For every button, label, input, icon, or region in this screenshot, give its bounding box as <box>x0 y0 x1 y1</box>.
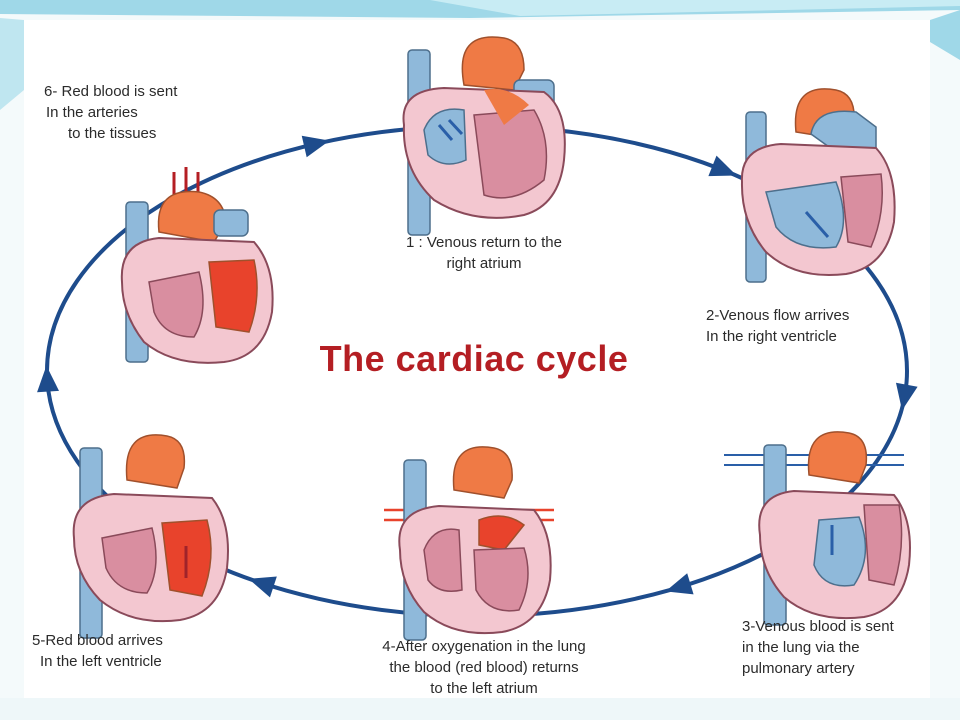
step-6-line-2: In the arteries <box>46 104 138 121</box>
top-banner-swoosh-light <box>430 0 960 16</box>
cycle-direction-arrow-4 <box>665 573 694 595</box>
step-4-caption: 4-After oxygenation in the lung the bloo… <box>344 636 624 699</box>
heart-step-6 <box>120 167 274 364</box>
right-edge-swoosh <box>930 10 960 60</box>
step-4-line-1: 4-After oxygenation in the lung <box>382 638 586 655</box>
step-3-line-2: in the lung via the <box>742 639 860 656</box>
heart-step-1 <box>402 36 566 236</box>
step-3-caption: 3-Venous blood is sent in the lung via t… <box>742 616 942 679</box>
bottom-edge-band <box>0 698 960 720</box>
step-4-line-2: the blood (red blood) returns <box>389 659 579 676</box>
step-1-line-2: right atrium <box>446 255 522 272</box>
step-5-line-1: 5-Red blood arrives <box>32 632 163 649</box>
step-2-line-2: In the right ventricle <box>706 328 837 345</box>
step-5-line-2: In the left ventricle <box>40 653 162 670</box>
step-2-caption: 2-Venous flow arrives In the right ventr… <box>706 305 926 347</box>
step-1-caption: 1 : Venous return to the right atrium <box>364 232 604 274</box>
cycle-direction-arrow-2 <box>708 155 737 177</box>
step-3-line-1: 3-Venous blood is sent <box>742 618 894 635</box>
step-6-line-3: to the tissues <box>68 125 157 142</box>
cycle-direction-arrow-5 <box>248 576 277 598</box>
heart-step-5 <box>72 434 229 639</box>
step-5-caption: 5-Red blood arrives In the left ventricl… <box>32 630 232 672</box>
heart-step-2 <box>740 88 896 283</box>
left-edge-swoosh <box>0 18 24 110</box>
cycle-direction-arrow-1 <box>301 135 330 158</box>
step-6-line-1: 6- Red blood is sent <box>44 83 178 100</box>
diagram-panel: The cardiac cycle 6- Red blood is sent I… <box>24 20 930 698</box>
step-1-line-1: 1 : Venous return to the <box>406 234 562 251</box>
step-2-line-1: 2-Venous flow arrives <box>706 307 850 324</box>
step-3-line-3: pulmonary artery <box>742 660 855 677</box>
cycle-direction-arrow-3 <box>895 382 918 411</box>
diagram-title: The cardiac cycle <box>319 338 629 379</box>
heart-step-4 <box>384 446 554 641</box>
step-6-caption: 6- Red blood is sent In the arteries to … <box>44 81 264 144</box>
heart-step-3 <box>724 431 911 626</box>
cycle-direction-arrow-6 <box>37 365 60 393</box>
step-4-line-3: to the left atrium <box>430 680 538 697</box>
cycle-diagram <box>37 36 918 641</box>
